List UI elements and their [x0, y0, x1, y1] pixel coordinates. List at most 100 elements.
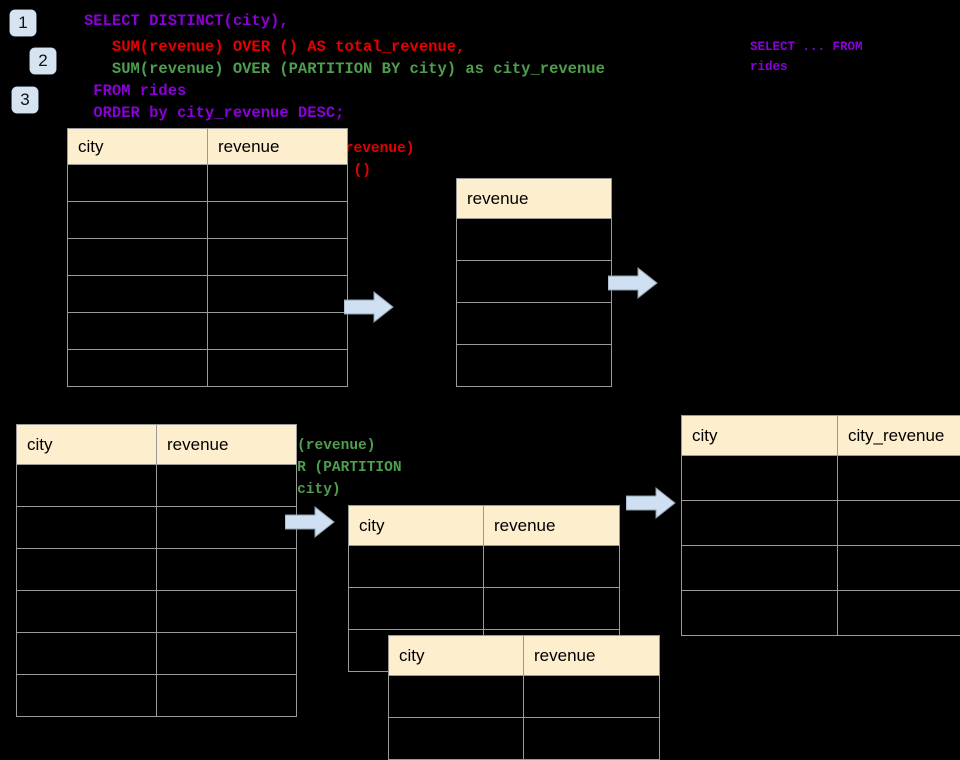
sql-line-order-by: ORDER by city_revenue DESC;	[84, 102, 344, 124]
cell-revenue	[457, 261, 612, 303]
cell-city	[682, 501, 838, 546]
column-header-revenue: revenue	[157, 425, 297, 465]
sql-line-total-revenue: SUM(revenue) OVER () AS total_revenue,	[84, 36, 465, 58]
cell-city	[389, 676, 524, 718]
cell-city-revenue	[838, 501, 960, 546]
table-row	[389, 718, 660, 760]
cell-revenue	[157, 591, 297, 633]
cell-revenue	[208, 313, 348, 350]
cell-revenue	[457, 219, 612, 261]
table-row	[68, 239, 348, 276]
table-row	[17, 633, 297, 675]
table-row	[17, 549, 297, 591]
table-row	[68, 313, 348, 350]
table-row	[682, 591, 960, 636]
diagram-canvas: SELECT DISTINCT(city), SUM(revenue) OVER…	[0, 0, 960, 720]
table-header-row: city revenue	[349, 506, 620, 546]
cell-city-revenue	[838, 591, 960, 636]
cell-city	[68, 165, 208, 202]
table-row	[17, 465, 297, 507]
cell-revenue	[208, 350, 348, 387]
result-table: city city_revenue	[681, 415, 960, 636]
cell-city	[389, 718, 524, 760]
table-header-row: city city_revenue	[682, 416, 960, 456]
arrow-right-icon-1	[344, 290, 394, 324]
column-header-revenue: revenue	[208, 129, 348, 165]
step-badge-2[interactable]: 2	[30, 48, 56, 74]
cell-city	[68, 276, 208, 313]
cell-revenue	[524, 676, 660, 718]
table-row	[682, 501, 960, 546]
cell-city	[68, 239, 208, 276]
rides-source-table: city revenue	[67, 128, 348, 387]
cell-revenue	[457, 303, 612, 345]
column-header-revenue: revenue	[484, 506, 620, 546]
column-header-city: city	[349, 506, 484, 546]
cell-revenue	[208, 202, 348, 239]
cell-city	[17, 549, 157, 591]
sql-line-select: SELECT DISTINCT(city),	[84, 10, 289, 32]
table-row	[389, 676, 660, 718]
table-row	[349, 588, 620, 630]
sql-line-from: FROM rides	[84, 80, 186, 102]
sql-line-city-revenue: SUM(revenue) OVER (PARTITION BY city) as…	[84, 58, 605, 80]
cell-revenue	[157, 507, 297, 549]
cell-city	[349, 588, 484, 630]
cell-city	[17, 591, 157, 633]
cell-revenue	[208, 276, 348, 313]
arrow-right-icon-3	[285, 505, 335, 539]
cell-city-revenue	[838, 456, 960, 501]
cell-revenue	[484, 546, 620, 588]
total-revenue-table: revenue	[456, 178, 612, 387]
arrow-right-icon-2	[608, 266, 658, 300]
cell-revenue	[157, 465, 297, 507]
cell-city	[68, 202, 208, 239]
table-row	[17, 591, 297, 633]
cell-city	[17, 465, 157, 507]
table-row	[68, 202, 348, 239]
cell-city	[17, 675, 157, 717]
rides-source-table-2: city revenue	[16, 424, 297, 717]
table-header-row: city revenue	[68, 129, 348, 165]
cell-revenue	[208, 239, 348, 276]
step-badge-1[interactable]: 1	[10, 10, 36, 36]
cell-revenue	[457, 345, 612, 387]
cell-city	[17, 633, 157, 675]
table-row	[457, 303, 612, 345]
cell-revenue	[157, 549, 297, 591]
column-header-city-revenue: city_revenue	[838, 416, 960, 456]
cell-city	[682, 546, 838, 591]
column-header-city: city	[682, 416, 838, 456]
table-row	[68, 276, 348, 313]
partition-table-front: city revenue	[388, 635, 660, 760]
cell-revenue	[208, 165, 348, 202]
column-header-revenue: revenue	[457, 179, 612, 219]
table-row	[349, 546, 620, 588]
table-row	[682, 456, 960, 501]
table-row	[68, 350, 348, 387]
table-row	[68, 165, 348, 202]
column-header-city: city	[389, 636, 524, 676]
table-header-row: city revenue	[389, 636, 660, 676]
cell-city	[682, 591, 838, 636]
cell-city	[68, 313, 208, 350]
table-header-row: city revenue	[17, 425, 297, 465]
table-header-row: revenue	[457, 179, 612, 219]
table-row	[682, 546, 960, 591]
cell-revenue	[524, 718, 660, 760]
step-badge-3[interactable]: 3	[12, 87, 38, 113]
cell-revenue	[484, 588, 620, 630]
table-row	[17, 675, 297, 717]
cell-revenue	[157, 675, 297, 717]
cell-city	[68, 350, 208, 387]
table-row	[17, 507, 297, 549]
arrow-right-icon-4	[626, 486, 676, 520]
cell-revenue	[157, 633, 297, 675]
note-select-from-rides: SELECT ... FROM rides	[750, 37, 863, 77]
cell-city-revenue	[838, 546, 960, 591]
table-row	[457, 345, 612, 387]
table-row	[457, 261, 612, 303]
column-header-revenue: revenue	[524, 636, 660, 676]
cell-city	[349, 546, 484, 588]
table-row	[457, 219, 612, 261]
